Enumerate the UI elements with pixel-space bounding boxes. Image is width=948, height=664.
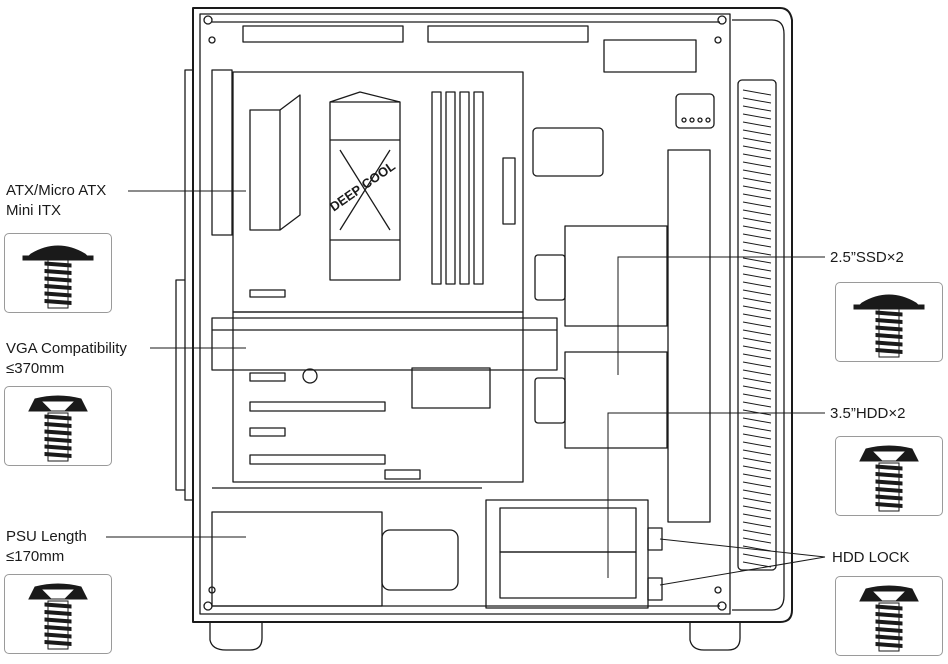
hdd-cage [485, 499, 663, 609]
io-panel [675, 93, 715, 129]
hdd-lock-label: HDD LOCK [832, 549, 910, 566]
graphics-card [211, 317, 558, 371]
front-radiator-mount [667, 149, 711, 523]
screw-icon [28, 395, 88, 462]
board-size-label: ATX/Micro ATX Mini ITX [6, 181, 106, 221]
screw-icon [859, 445, 919, 512]
top-fan-mounts [242, 25, 697, 73]
cable-cutout [532, 127, 604, 177]
vga-label: VGA Compatibility ≤370mm [6, 339, 127, 379]
screw-box-ssd [835, 282, 943, 362]
screw-box-hdd [835, 436, 943, 516]
board-size-line2: Mini ITX [6, 202, 62, 219]
front-grille [742, 89, 772, 568]
cooler-logo: DEEP COOL [327, 158, 398, 214]
screw-icon [853, 294, 925, 358]
screw-icon [859, 585, 919, 652]
board-size-line1: ATX/Micro ATX [6, 182, 107, 199]
screw-box-hdd-lock [835, 576, 943, 656]
psu-line1: PSU Length [6, 528, 87, 545]
psu-line2: ≤170mm [6, 548, 65, 565]
psu-area [211, 487, 482, 607]
psu-label: PSU Length ≤170mm [6, 527, 87, 567]
ssd-label: 2.5”SSD×2 [830, 249, 904, 266]
screw-icon [28, 583, 88, 650]
screw-icon [22, 245, 94, 309]
motherboard [232, 71, 524, 483]
screw-box-board [4, 233, 112, 313]
screw-box-psu [4, 574, 112, 654]
callout-lines [106, 190, 826, 586]
hdd-label: 3.5”HDD×2 [830, 405, 906, 422]
vga-line2: ≤370mm [6, 360, 65, 377]
chassis-outline [175, 7, 793, 651]
screw-box-vga [4, 386, 112, 466]
vga-line1: VGA Compatibility [6, 340, 127, 357]
rear-fan [211, 69, 233, 236]
ssd-bracket [534, 225, 668, 449]
